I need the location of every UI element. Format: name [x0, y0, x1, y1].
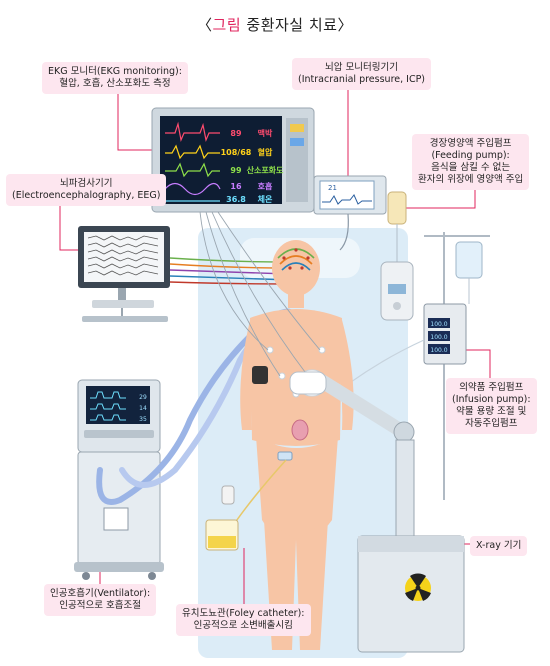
label-eeg: 뇌파검사기기 (Electroencephalography, EEG)	[6, 174, 167, 206]
label-ventilator-line2: 인공적으로 호흡조절	[59, 600, 141, 611]
title-bracket-close: 〉	[337, 16, 353, 34]
label-foley: 유치도뇨관(Foley catheter): 인공적으로 소변배출시킴	[176, 604, 311, 636]
label-feeding-line2: (Feeding pump):	[431, 150, 510, 161]
ekg-value-bp: 108/68	[221, 148, 252, 157]
infusion-value-3: 100.0	[430, 347, 447, 354]
ekg-value-pulse: 89	[230, 129, 242, 138]
label-infusion-line1: 의약품 주입펌프	[459, 382, 524, 393]
label-eeg-line2: (Electroencephalography, EEG)	[12, 190, 161, 201]
label-icp-line2: (Intracranial pressure, ICP)	[298, 74, 426, 85]
foley-catheter	[205, 459, 287, 551]
ekg-monitor: 89 맥박 108/68 혈압 99 산소포화도 16 호흡 36.8 체온	[151, 107, 315, 213]
ekg-value-temp: 36.8	[226, 195, 246, 204]
label-foley-line2: 인공적으로 소변배출시킴	[193, 620, 293, 631]
label-ekg-line1: EKG 모니터(EKG monitoring):	[48, 66, 182, 77]
label-infusion-pump: 의약품 주입펌프 (Infusion pump): 약물 용량 조절 및 자동주…	[446, 378, 537, 434]
label-ventilator: 인공호흡기(Ventilator): 인공적으로 호흡조절	[44, 584, 157, 616]
ekg-wires	[199, 211, 321, 377]
ekg-name-temp: 체온	[258, 194, 273, 204]
figure-title: 〈그림 중환자실 치료〉	[0, 14, 550, 35]
label-feeding-line1: 경장영양액 주입펌프	[429, 138, 512, 149]
title-text: 중환자실 치료	[241, 16, 338, 34]
infusion-value-2: 100.0	[430, 334, 447, 341]
icp-monitor: 21	[313, 175, 387, 251]
label-feeding-pump: 경장영양액 주입펌프 (Feeding pump): 음식을 삼킬 수 없는 환…	[412, 134, 530, 190]
label-infusion-line4: 자동주입펌프	[465, 418, 518, 429]
label-xray-line1: X-ray 기기	[476, 540, 522, 551]
label-ekg: EKG 모니터(EKG monitoring): 혈압, 호흡, 산소포화도 측…	[42, 62, 188, 94]
label-xray: X-ray 기기	[470, 536, 528, 556]
vent-value-2: 14	[139, 405, 147, 412]
vent-value-1: 29	[139, 394, 147, 401]
label-ekg-line2: 혈압, 호흡, 산소포화도 측정	[59, 78, 171, 89]
ekg-name-bp: 혈압	[258, 147, 273, 157]
label-ventilator-line1: 인공호흡기(Ventilator):	[50, 588, 151, 599]
ekg-value-resp: 16	[230, 182, 242, 191]
ekg-name-pulse: 맥박	[258, 128, 273, 138]
ekg-value-spo2: 99	[230, 166, 242, 175]
label-foley-line1: 유치도뇨관(Foley catheter):	[182, 608, 305, 619]
label-icp-line1: 뇌압 모니터링기기	[325, 62, 398, 73]
eeg-monitor	[78, 226, 170, 322]
icp-value: 21	[328, 184, 337, 192]
feeding-bag	[380, 191, 414, 321]
iv-pole-infusion-pump: 100.0 100.0 100.0	[339, 232, 490, 500]
label-eeg-line1: 뇌파검사기기	[60, 178, 113, 189]
ekg-name-resp: 호흡	[258, 181, 273, 191]
vent-value-3: 35	[139, 416, 147, 423]
label-feeding-line3: 음식을 삼킬 수 없는	[431, 162, 511, 173]
label-infusion-line2: (Infusion pump):	[452, 394, 531, 405]
ekg-name-spo2: 산소포화도	[247, 165, 284, 175]
title-highlight: 그림	[212, 16, 242, 34]
infusion-value-1: 100.0	[430, 321, 447, 328]
title-bracket-open: 〈	[197, 16, 213, 34]
label-feeding-line4: 환자의 위장에 영양액 주입	[418, 174, 524, 185]
label-infusion-line3: 약물 용량 조절 및	[456, 406, 527, 417]
xray-machine	[289, 371, 465, 653]
label-icp: 뇌압 모니터링기기 (Intracranial pressure, ICP)	[292, 58, 432, 90]
ventilator: 29 14 35	[74, 379, 164, 580]
